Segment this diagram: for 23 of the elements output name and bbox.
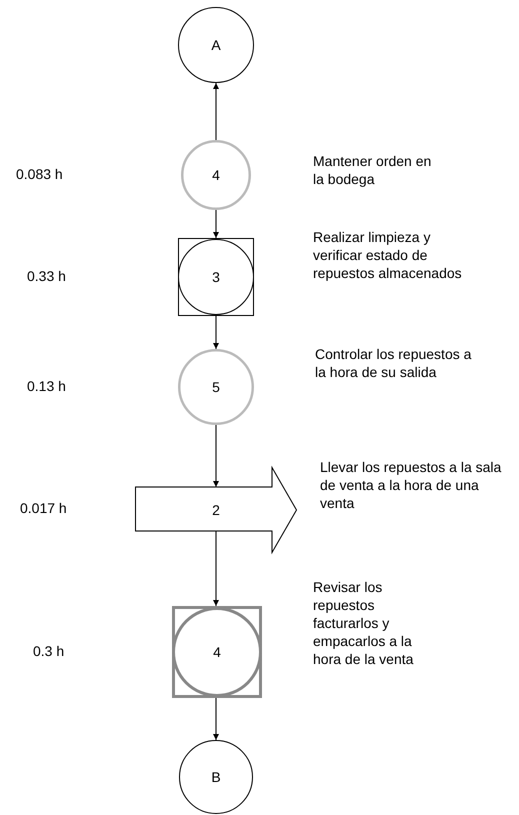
flow-arrow — [213, 698, 219, 740]
duration-label: 0.13 h — [27, 379, 66, 393]
activity-description: Mantener orden en la bodega — [313, 152, 432, 188]
flow-arrow — [213, 316, 219, 350]
duration-label: 0.33 h — [27, 269, 66, 283]
duration-label: 0.083 h — [16, 167, 63, 181]
step-label: 5 — [212, 380, 220, 394]
step-label: B — [211, 770, 221, 784]
duration-label: 0.017 h — [20, 501, 67, 515]
duration-label: 0.3 h — [33, 644, 64, 658]
step-label: A — [211, 38, 221, 52]
step-label: 2 — [212, 503, 220, 517]
flow-arrow — [213, 424, 219, 488]
flow-arrow — [213, 82, 219, 140]
activity-description: Revisar los repuestos facturarlos y empacarlos a la hora de la venta — [313, 578, 414, 668]
activity-description: Controlar los repuestos a la hora de su salida — [315, 345, 472, 381]
flow-arrow — [213, 210, 219, 238]
step-label: 4 — [213, 645, 221, 659]
step-label: 4 — [212, 168, 220, 182]
step-label: 3 — [212, 270, 220, 284]
activity-description: Llevar los repuestos a la sala de venta a la hora de una venta — [320, 458, 502, 512]
flow-arrow — [213, 530, 219, 606]
activity-description: Realizar limpieza y verificar estado de repuestos almacenados — [313, 228, 463, 282]
